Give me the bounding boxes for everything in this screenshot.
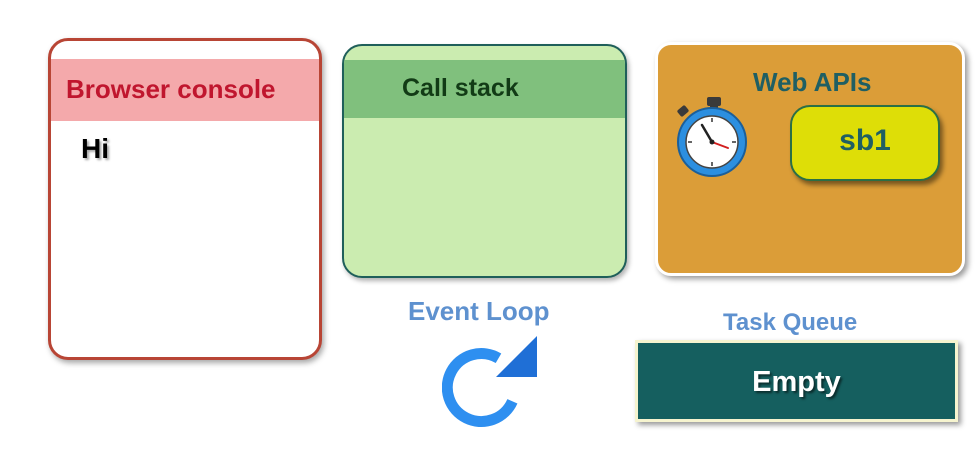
event-loop-label: Event Loop [408, 296, 550, 326]
web-apis-panel: Web APIs sb1 [655, 42, 965, 276]
call-stack-title: Call stack [402, 74, 519, 102]
console-output-line: Hi [81, 133, 109, 164]
task-queue-content: Empty [752, 366, 841, 398]
refresh-icon [442, 336, 537, 428]
call-stack-panel: Call stack [342, 44, 627, 278]
browser-console-title: Browser console [66, 74, 276, 104]
browser-console-panel: Browser console Hi [48, 38, 322, 360]
browser-console-header: Browser console [51, 59, 319, 121]
web-apis-title: Web APIs [753, 67, 872, 97]
web-api-item: sb1 [790, 105, 940, 181]
task-queue-box: Empty [635, 340, 958, 422]
task-queue-label: Task Queue [723, 309, 858, 336]
call-stack-header: Call stack [344, 60, 625, 118]
stopwatch-icon [677, 97, 747, 177]
